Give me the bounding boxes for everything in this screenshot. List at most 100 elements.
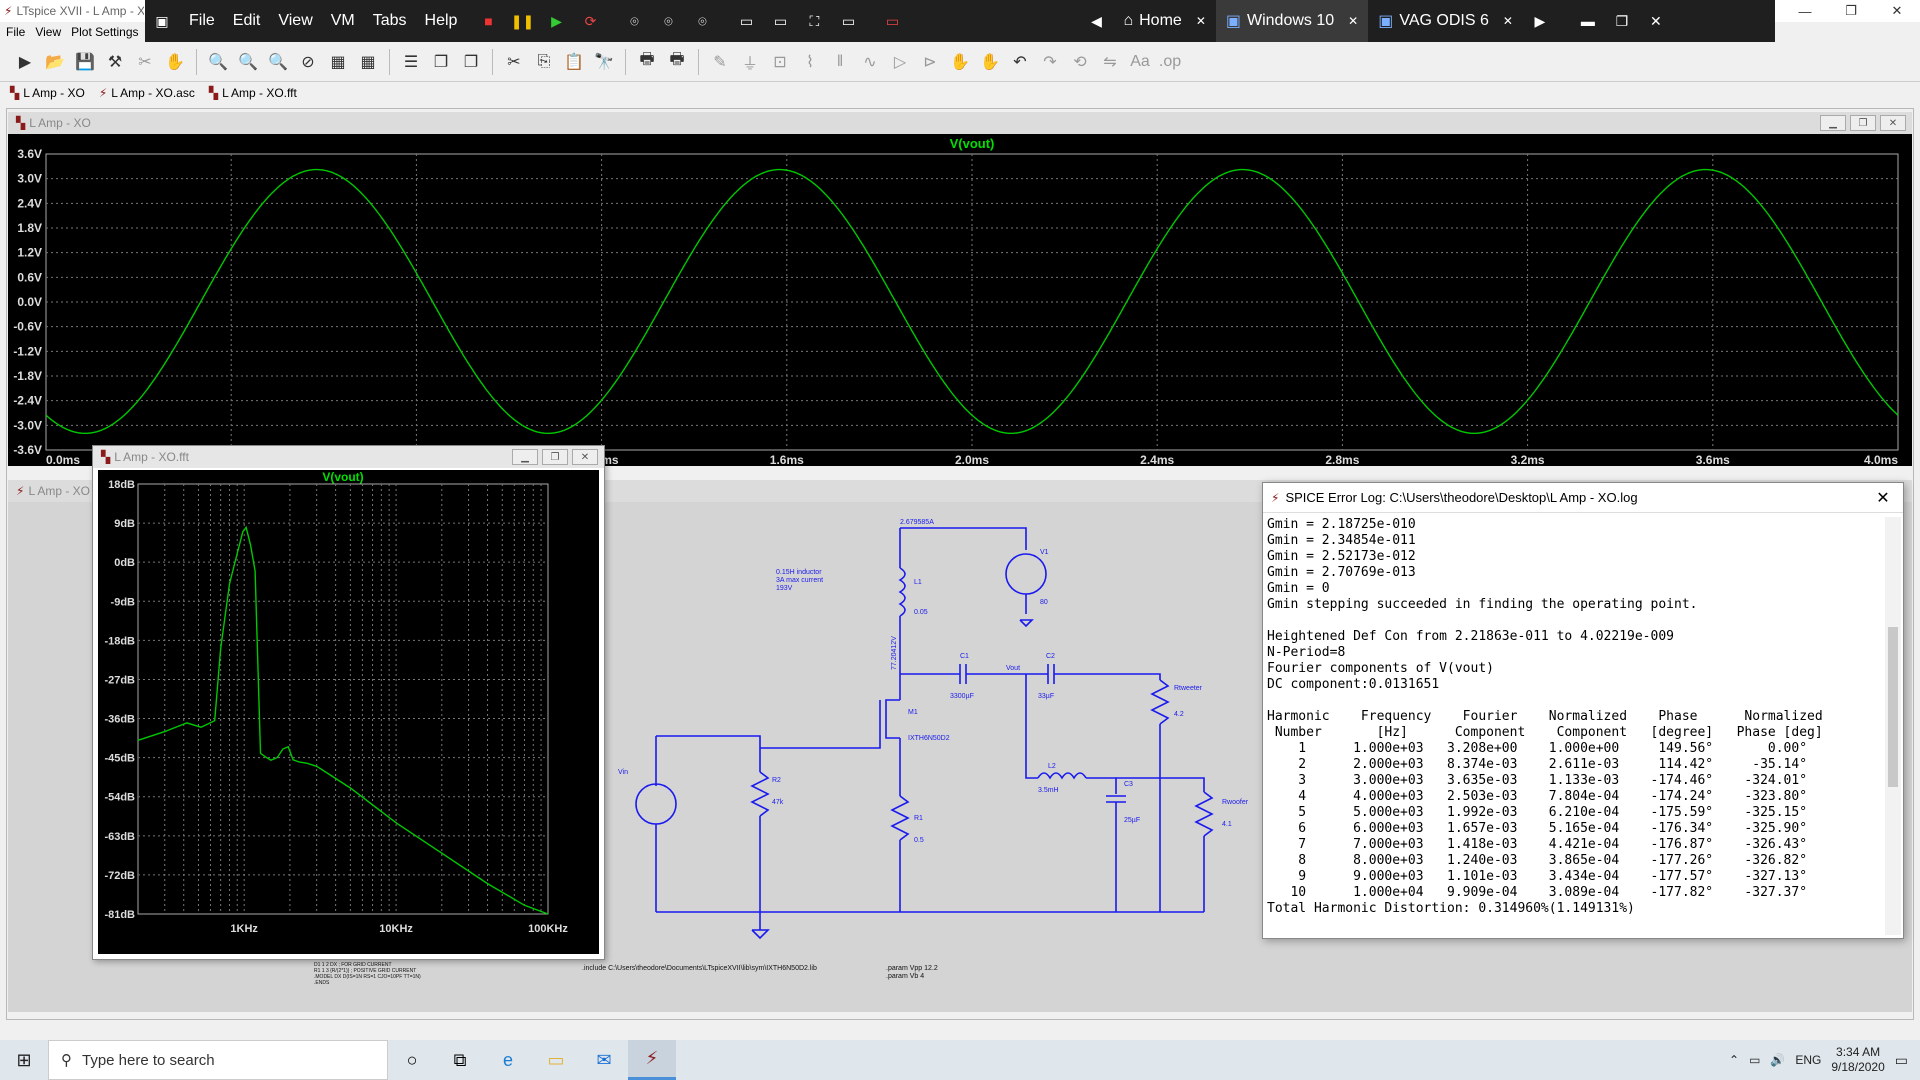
l2-inductor[interactable] — [1037, 772, 1087, 780]
thumbnail-view-icon[interactable]: ▭ — [773, 12, 788, 29]
vm-tab-vag-odis[interactable]: ▣ VAG ODIS 6 ✕ — [1368, 0, 1523, 42]
save-icon[interactable]: 💾 — [75, 53, 95, 71]
fft-window-titlebar[interactable]: ▚ L Amp - XO.fft ▁ ❐ ✕ — [93, 446, 604, 468]
r2-resistor[interactable] — [750, 771, 770, 817]
network-icon[interactable]: ▭ — [1749, 1053, 1761, 1067]
doc-tab-schematic[interactable]: ⚡ L Amp - XO.asc — [99, 86, 195, 100]
library-view-icon[interactable]: ▭ — [739, 12, 754, 29]
language-indicator[interactable]: ENG — [1795, 1053, 1822, 1067]
close-button[interactable]: ✕ — [1891, 3, 1903, 18]
schematic-canvas[interactable]: 2.679585A 0.15H inductor 3A max current … — [8, 502, 1912, 1012]
snapshot-manager-icon[interactable]: ⌾ — [698, 12, 707, 29]
l1-inductor[interactable] — [898, 567, 906, 617]
cut-icon[interactable]: ✂ — [507, 53, 521, 71]
vm-menu-tabs[interactable]: Tabs — [372, 12, 407, 29]
doc-tab-fft[interactable]: ▚ L Amp - XO.fft — [209, 86, 297, 100]
v1-source[interactable] — [1005, 553, 1047, 595]
menu-view[interactable]: View — [35, 25, 62, 39]
zoom-cancel-icon[interactable]: ⊘ — [301, 53, 315, 71]
plot-close-button[interactable]: ✕ — [1880, 115, 1906, 131]
taskbar-clock[interactable]: 3:34 AM 9/18/2020 — [1831, 1045, 1884, 1075]
text-icon[interactable]: Aa — [1130, 52, 1150, 70]
fft-trace[interactable] — [137, 525, 549, 915]
tab-close-icon[interactable]: ✕ — [1195, 14, 1206, 28]
play-icon[interactable]: ▶ — [551, 12, 562, 29]
vm-tab-windows10[interactable]: ▣ Windows 10 ✕ — [1215, 0, 1369, 42]
diode-icon[interactable]: ▷ — [893, 53, 907, 71]
log-scrollbar[interactable] — [1885, 517, 1901, 935]
maximize-button[interactable]: ❐ — [1845, 3, 1857, 18]
rwoofer-resistor[interactable] — [1194, 791, 1214, 837]
zoom-back-icon[interactable]: 🔍 — [238, 53, 258, 71]
ltspice-taskbar-icon[interactable]: ⚡ — [628, 1040, 676, 1080]
zoom-in-icon[interactable]: 🔍 — [208, 53, 228, 71]
console-view-icon[interactable]: ▭ — [885, 12, 900, 29]
paste-icon[interactable]: 📋 — [564, 53, 584, 71]
taskbar-search-box[interactable]: ⚲ Type here to search — [48, 1040, 388, 1080]
include-directive[interactable]: .include C:\Users\theodore\Documents\LTs… — [582, 965, 817, 972]
revert-snapshot-icon[interactable]: ⌾ — [664, 12, 673, 29]
edge-icon[interactable]: e — [502, 1049, 513, 1070]
redo-icon[interactable]: ↷ — [1043, 53, 1057, 71]
fft-maximize-button[interactable]: ❐ — [542, 449, 568, 465]
param-directive[interactable]: .param Vb 4 — [886, 973, 924, 980]
label-net-icon[interactable]: ⊡ — [773, 53, 787, 71]
tab-scroll-right-icon[interactable]: ▶ — [1534, 12, 1546, 29]
menu-plot-settings[interactable]: Plot Settings — [71, 25, 139, 39]
cascade-icon[interactable]: ❐ — [433, 53, 449, 71]
file-explorer-icon[interactable]: ▭ — [547, 1049, 565, 1070]
mirror-icon[interactable]: ⇋ — [1103, 53, 1117, 71]
snapshot-icon[interactable]: ⌾ — [630, 12, 639, 29]
rotate-icon[interactable]: ⟲ — [1073, 53, 1087, 71]
pause-icon[interactable]: ❚❚ — [510, 12, 535, 29]
minimize-button[interactable]: — — [1798, 3, 1812, 19]
vm-restore-icon[interactable]: ❐ — [1615, 12, 1629, 29]
tile-horizontal-icon[interactable]: ☰ — [403, 53, 419, 71]
tray-chevron-icon[interactable]: ⌃ — [1729, 1053, 1740, 1067]
zoom-out-icon[interactable]: 🔍 — [268, 53, 288, 71]
vm-menu-vm[interactable]: VM — [330, 12, 355, 29]
log-window-titlebar[interactable]: ⚡ SPICE Error Log: C:\Users\theodore\Des… — [1263, 483, 1903, 513]
log-scroll-thumb[interactable] — [1888, 627, 1898, 787]
autorange-icon[interactable]: ▦ — [330, 53, 346, 71]
rtweeter-resistor[interactable] — [1150, 679, 1170, 725]
tab-close-icon[interactable]: ✕ — [1348, 14, 1359, 28]
volume-icon[interactable]: 🔊 — [1770, 1053, 1786, 1067]
control-panel-icon[interactable]: ⚒ — [107, 53, 123, 71]
mail-icon[interactable]: ✉ — [596, 1049, 612, 1070]
wire-icon[interactable]: ✎ — [713, 53, 727, 71]
tab-scroll-left-icon[interactable]: ◀ — [1091, 12, 1102, 29]
power-off-icon[interactable]: ■ — [484, 13, 493, 29]
tile-vertical-icon[interactable]: ❐ — [463, 53, 479, 71]
m1-mosfet[interactable] — [885, 699, 900, 739]
spice-directive-icon[interactable]: .op — [1158, 52, 1182, 70]
vm-minimize-icon[interactable]: ▬ — [1580, 13, 1595, 29]
run-icon[interactable]: ▶ — [18, 53, 32, 71]
fft-minimize-button[interactable]: ▁ — [512, 449, 538, 465]
fft-close-button[interactable]: ✕ — [572, 449, 598, 465]
vm-menu-file[interactable]: File — [189, 12, 215, 29]
unity-icon[interactable]: ▭ — [841, 12, 856, 29]
vm-menu-edit[interactable]: Edit — [232, 12, 261, 29]
ground-icon[interactable]: ⏚ — [741, 55, 758, 73]
inductor-icon[interactable]: ∿ — [863, 53, 877, 71]
find-icon[interactable]: 🔭 — [594, 53, 614, 71]
fft-plot[interactable]: V(vout)18dB9dB0dB-9dB-18dB-27dB-36dB-45d… — [98, 470, 599, 954]
windows-start-icon[interactable]: ⊞ — [16, 1049, 32, 1070]
cortana-icon[interactable]: ○ — [406, 1049, 418, 1070]
tab-close-icon[interactable]: ✕ — [1502, 14, 1513, 28]
log-close-icon[interactable]: ✕ — [1876, 489, 1890, 507]
vout-trace[interactable] — [45, 168, 1899, 434]
cursor-icon[interactable]: ▦ — [360, 53, 376, 71]
fullscreen-icon[interactable]: ⛶ — [809, 12, 820, 29]
reset-icon[interactable]: ⟳ — [584, 12, 597, 29]
task-view-icon[interactable]: ⧉ — [453, 1049, 467, 1070]
vin-source[interactable] — [635, 783, 677, 825]
halt-icon[interactable]: ✂ — [138, 53, 152, 71]
pan-icon[interactable]: ✋ — [165, 53, 185, 71]
vm-menu-help[interactable]: Help — [424, 12, 458, 29]
plot-window-titlebar[interactable]: ▚ L Amp - XO ▁ ❐ ✕ — [8, 112, 1912, 134]
copy-icon[interactable]: ⎘ — [537, 52, 551, 70]
capacitor-icon[interactable]: ‖ — [836, 52, 844, 70]
